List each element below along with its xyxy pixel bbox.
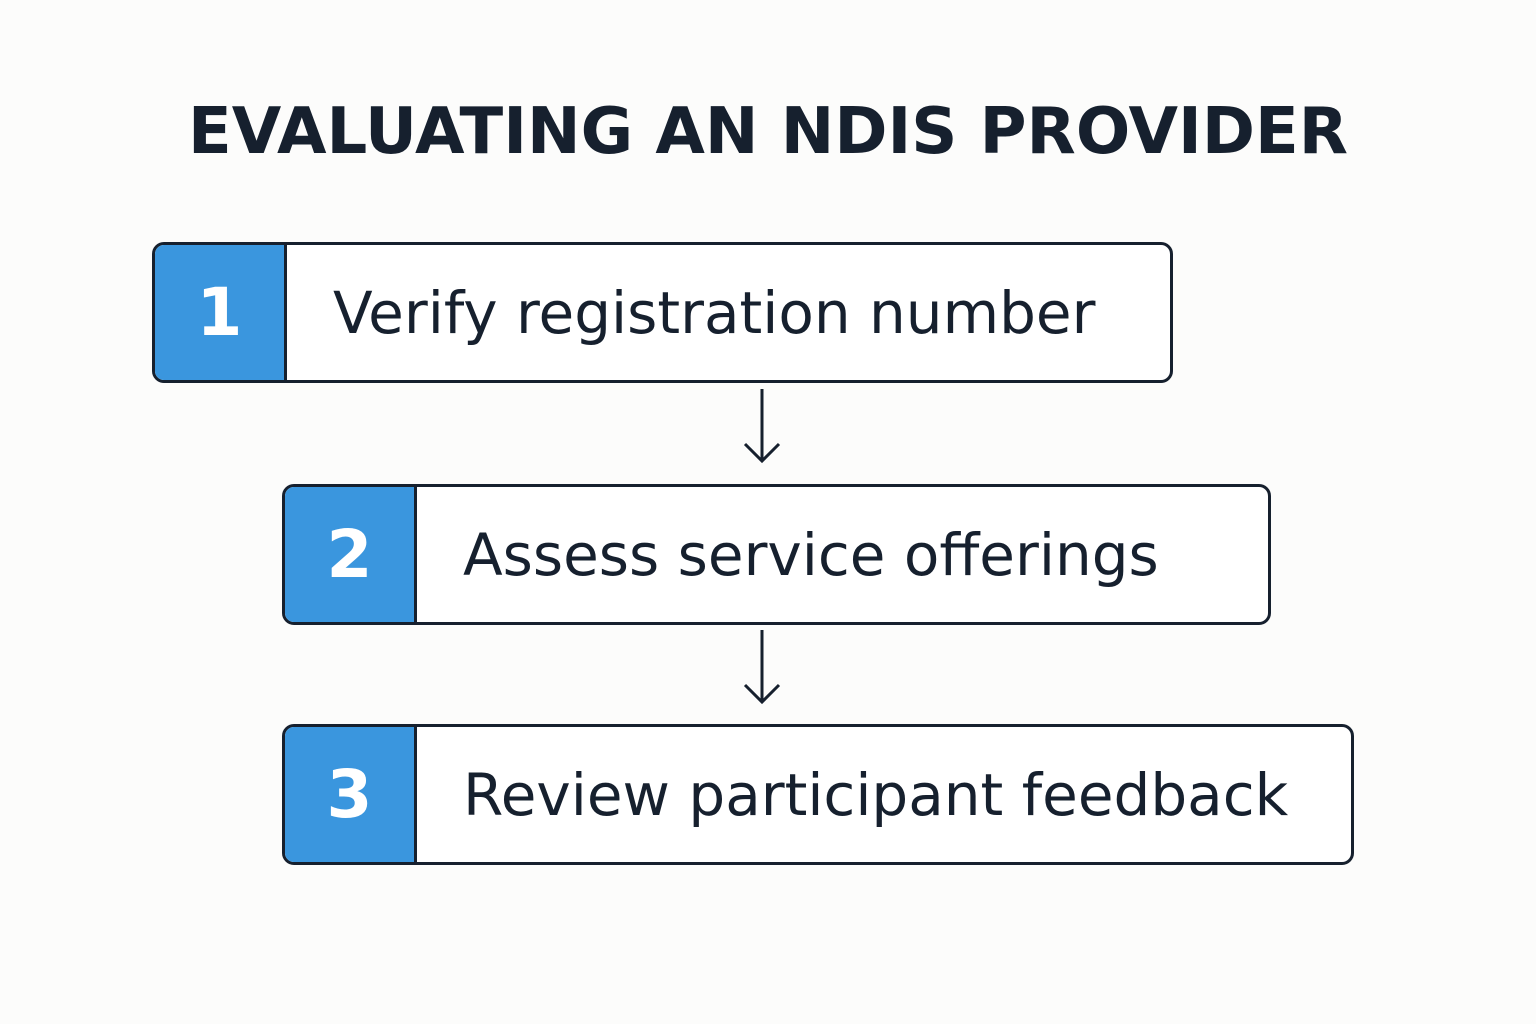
step-box-2: 2 Assess service offerings xyxy=(282,484,1271,625)
step-number-3: 3 xyxy=(285,727,417,862)
step-label-1: Verify registration number xyxy=(333,278,1096,347)
step-label-2: Assess service offerings xyxy=(463,520,1159,589)
step-label-3: Review participant feedback xyxy=(463,760,1289,829)
diagram-title: EVALUATING AN NDIS PROVIDER xyxy=(188,95,1348,169)
step-box-1: 1 Verify registration number xyxy=(152,242,1173,383)
arrow-down-icon xyxy=(743,630,781,705)
arrow-down-icon xyxy=(743,389,781,464)
step-number-2: 2 xyxy=(285,487,417,622)
step-number-1: 1 xyxy=(155,245,287,380)
step-box-3: 3 Review participant feedback xyxy=(282,724,1354,865)
